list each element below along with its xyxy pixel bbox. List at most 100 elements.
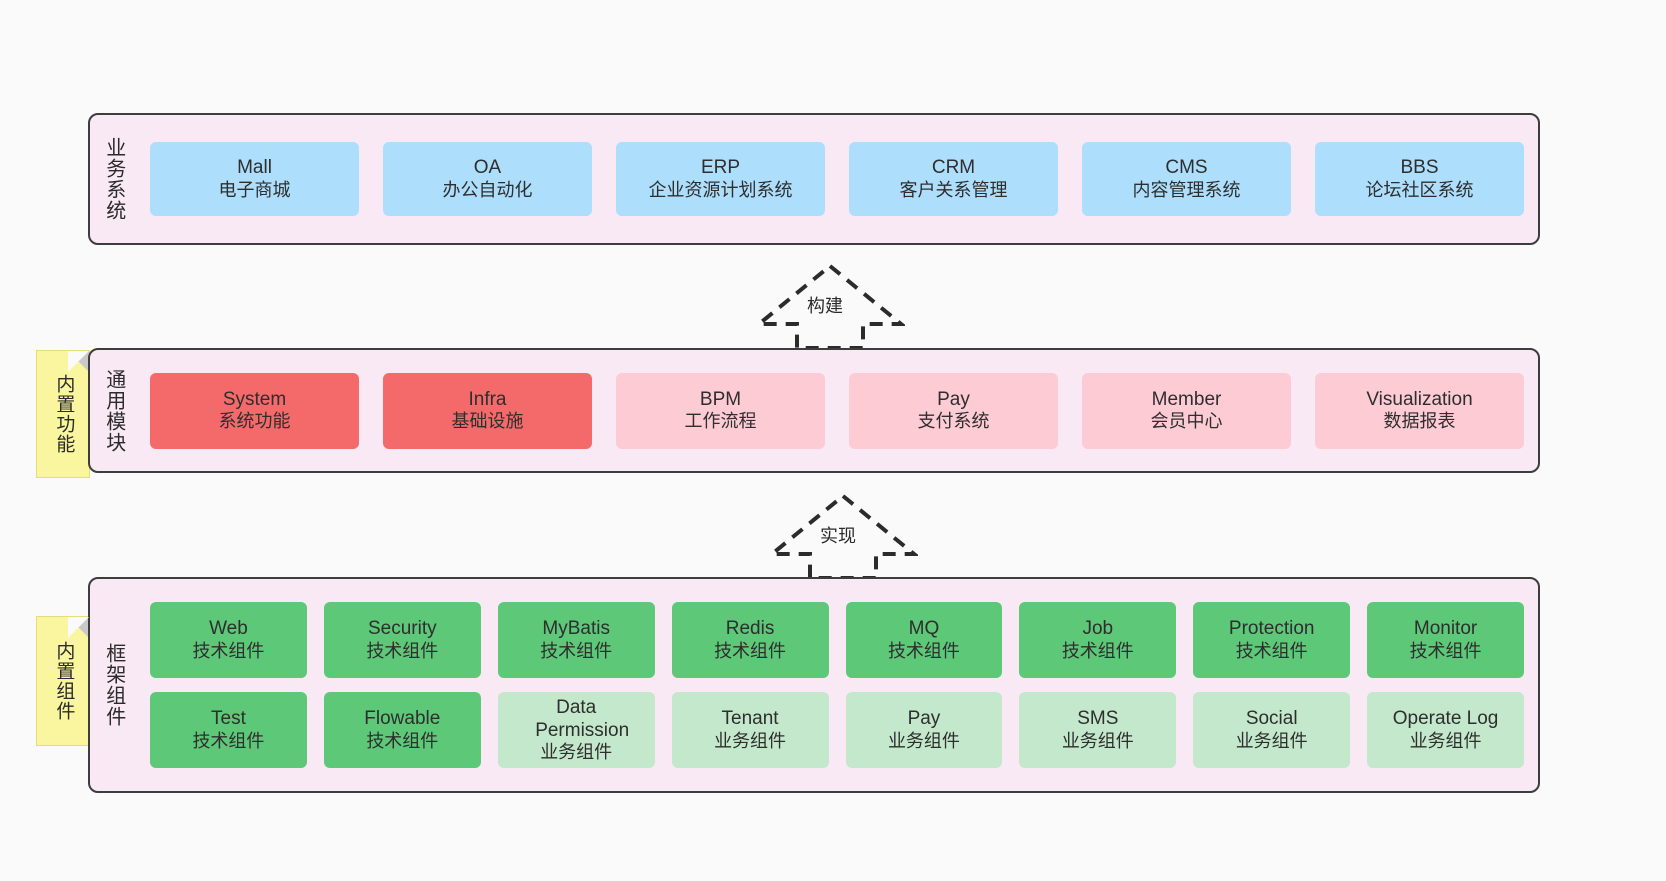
component-redis-cn: 技术组件 [714, 640, 787, 661]
module-system[interactable]: System 系统功能 [150, 372, 359, 449]
component-security-en: Security [367, 618, 437, 640]
arrow-implement: 实现 [768, 492, 918, 580]
component-pay[interactable]: Pay 业务组件 [845, 692, 1003, 768]
module-bbs[interactable]: BBS 论坛社区系统 [1315, 142, 1524, 216]
module-mall-cn: 电子商城 [218, 179, 291, 200]
component-test-en: Test [211, 708, 246, 730]
module-erp-en: ERP [700, 157, 741, 179]
component-social-cn: 业务组件 [1235, 730, 1308, 751]
component-protection-en: Protection [1228, 618, 1315, 640]
module-member-en: Member [1151, 388, 1222, 410]
component-data-permission-cn: 业务组件 [540, 742, 613, 763]
module-bpm-en: BPM [699, 388, 742, 410]
module-bbs-en: BBS [1400, 157, 1439, 179]
component-job-cn: 技术组件 [1061, 640, 1134, 661]
component-sms[interactable]: SMS 业务组件 [1019, 692, 1177, 768]
module-bpm[interactable]: BPM 工作流程 [616, 372, 825, 449]
module-visualization[interactable]: Visualization 数据报表 [1315, 372, 1524, 449]
component-protection[interactable]: Protection 技术组件 [1193, 602, 1351, 678]
sticky-note-builtin-features-label: 内置功能 [53, 374, 75, 454]
component-job[interactable]: Job 技术组件 [1019, 602, 1177, 678]
layer-framework-title: 框架组件 [102, 643, 125, 727]
component-monitor-en: Monitor [1413, 618, 1478, 640]
component-mq-cn: 技术组件 [887, 640, 960, 661]
component-flowable-cn: 技术组件 [366, 730, 439, 751]
layer-framework-components: 框架组件 Web 技术组件 Security 技术组件 MyBatis 技术组件… [88, 577, 1540, 793]
component-redis[interactable]: Redis 技术组件 [671, 602, 829, 678]
module-infra-en: Infra [468, 388, 507, 410]
arrow-build: 构建 [755, 262, 905, 350]
layer-business-body: Mall 电子商城 OA 办公自动化 ERP 企业资源计划系统 CRM 客户关系… [136, 115, 1538, 243]
arrow-build-label: 构建 [807, 296, 843, 316]
component-tenant-cn: 业务组件 [714, 730, 787, 751]
layer-business-systems: 业务系统 Mall 电子商城 OA 办公自动化 ERP 企业资源计划系统 CRM… [88, 113, 1540, 245]
component-monitor[interactable]: Monitor 技术组件 [1367, 602, 1524, 678]
layer-framework-body: Web 技术组件 Security 技术组件 MyBatis 技术组件 Redi… [136, 579, 1538, 791]
module-cms-cn: 内容管理系统 [1132, 179, 1241, 200]
layer-common-body: System 系统功能 Infra 基础设施 BPM 工作流程 Pay 支付系统… [136, 350, 1538, 471]
module-crm-en: CRM [931, 157, 976, 179]
component-web-en: Web [209, 618, 248, 640]
component-social[interactable]: Social 业务组件 [1193, 692, 1351, 768]
module-crm[interactable]: CRM 客户关系管理 [849, 142, 1058, 216]
component-tenant-en: Tenant [721, 708, 779, 730]
sticky-note-builtin-components: 内置组件 [36, 616, 90, 746]
module-pay-cn: 支付系统 [917, 411, 990, 432]
component-pay-cn: 业务组件 [887, 730, 960, 751]
module-erp-cn: 企业资源计划系统 [648, 179, 793, 200]
layer-common-modules: 通用模块 System 系统功能 Infra 基础设施 BPM 工作流程 Pay… [88, 348, 1540, 473]
component-flowable-en: Flowable [364, 708, 441, 730]
framework-row-business: Test 技术组件 Flowable 技术组件 Data Permission … [150, 692, 1524, 768]
component-test-cn: 技术组件 [192, 730, 265, 751]
layer-business-title: 业务系统 [102, 137, 125, 221]
component-pay-en: Pay [907, 708, 941, 730]
component-operate-log-en: Operate Log [1392, 708, 1499, 730]
framework-row-technical: Web 技术组件 Security 技术组件 MyBatis 技术组件 Redi… [150, 602, 1524, 678]
module-visualization-en: Visualization [1366, 388, 1473, 410]
component-mybatis[interactable]: MyBatis 技术组件 [497, 602, 655, 678]
module-oa-en: OA [473, 157, 502, 179]
component-web-cn: 技术组件 [192, 640, 265, 661]
module-mall[interactable]: Mall 电子商城 [150, 142, 359, 216]
component-operate-log-cn: 业务组件 [1409, 730, 1482, 751]
module-cms[interactable]: CMS 内容管理系统 [1082, 142, 1291, 216]
module-visualization-cn: 数据报表 [1383, 411, 1456, 432]
component-test[interactable]: Test 技术组件 [150, 692, 307, 768]
module-mall-en: Mall [237, 157, 272, 179]
component-security[interactable]: Security 技术组件 [323, 602, 481, 678]
component-tenant[interactable]: Tenant 业务组件 [671, 692, 829, 768]
module-bbs-cn: 论坛社区系统 [1365, 179, 1474, 200]
component-flowable[interactable]: Flowable 技术组件 [323, 692, 481, 768]
component-mybatis-en: MyBatis [542, 618, 610, 640]
module-cms-en: CMS [1165, 157, 1208, 179]
module-pay[interactable]: Pay 支付系统 [849, 372, 1058, 449]
module-oa[interactable]: OA 办公自动化 [383, 142, 592, 216]
component-security-cn: 技术组件 [366, 640, 439, 661]
module-infra[interactable]: Infra 基础设施 [383, 372, 592, 449]
module-member-cn: 会员中心 [1150, 411, 1223, 432]
component-protection-cn: 技术组件 [1235, 640, 1308, 661]
business-row: Mall 电子商城 OA 办公自动化 ERP 企业资源计划系统 CRM 客户关系… [150, 142, 1524, 216]
component-redis-en: Redis [725, 618, 775, 640]
module-erp[interactable]: ERP 企业资源计划系统 [616, 142, 825, 216]
component-mq[interactable]: MQ 技术组件 [845, 602, 1003, 678]
module-oa-cn: 办公自动化 [442, 179, 533, 200]
component-operate-log[interactable]: Operate Log 业务组件 [1367, 692, 1524, 768]
layer-common-title: 通用模块 [102, 368, 125, 453]
component-mybatis-cn: 技术组件 [540, 640, 613, 661]
common-row: System 系统功能 Infra 基础设施 BPM 工作流程 Pay 支付系统… [150, 372, 1524, 449]
module-crm-cn: 客户关系管理 [899, 179, 1008, 200]
component-mq-en: MQ [908, 618, 940, 640]
module-bpm-cn: 工作流程 [684, 411, 757, 432]
component-monitor-cn: 技术组件 [1409, 640, 1482, 661]
component-sms-cn: 业务组件 [1061, 730, 1134, 751]
arrow-implement-label: 实现 [820, 526, 856, 546]
sticky-fold-icon [68, 617, 89, 638]
module-member[interactable]: Member 会员中心 [1082, 372, 1291, 449]
sticky-note-builtin-features: 内置功能 [36, 350, 90, 478]
sticky-fold-icon [68, 351, 89, 372]
component-web[interactable]: Web 技术组件 [150, 602, 307, 678]
component-data-permission[interactable]: Data Permission 业务组件 [497, 692, 655, 768]
component-data-permission-en: Data Permission [535, 696, 630, 742]
